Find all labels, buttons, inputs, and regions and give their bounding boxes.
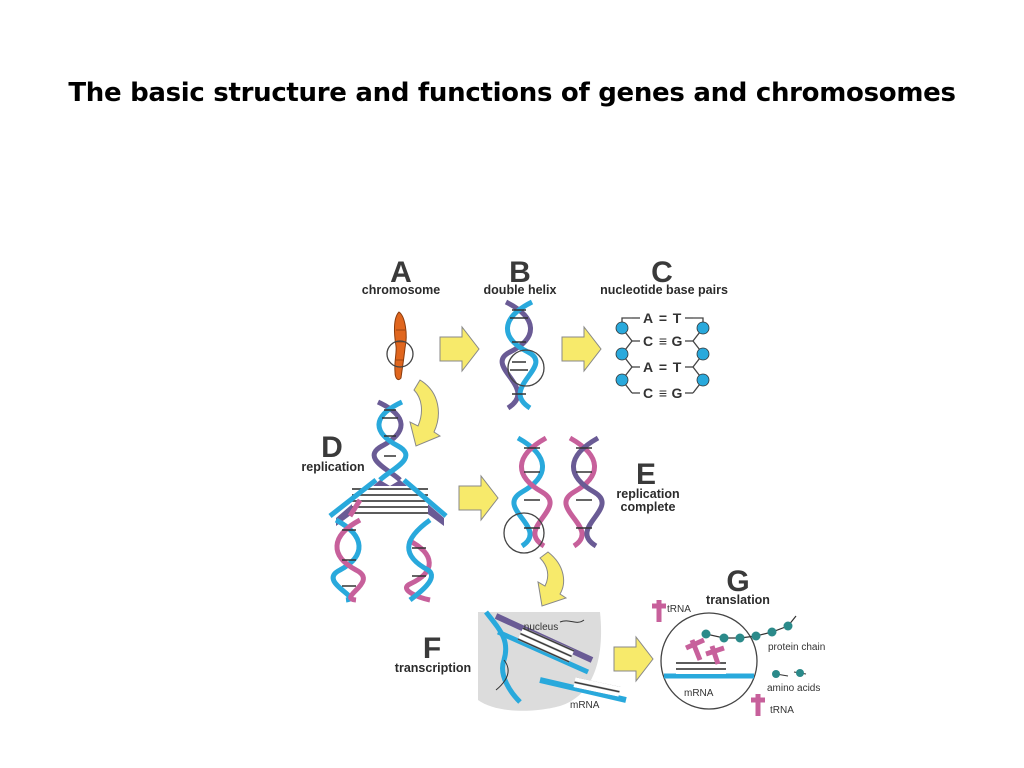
mrna-label-f: mRNA <box>570 700 600 711</box>
bp4-right: G <box>672 385 683 401</box>
replication-fork <box>328 399 448 603</box>
panel-f-label: transcription <box>395 661 471 675</box>
panel-e-letter: E <box>636 458 656 491</box>
bp3-bond: = <box>659 359 667 375</box>
panel-g-letter: G <box>726 565 749 598</box>
trna-label-top: tRNA <box>667 604 691 615</box>
panel-f-letter: F <box>423 632 441 665</box>
mrna-label-g: mRNA <box>684 688 714 699</box>
bp3-right: T <box>673 359 682 375</box>
bp2-left: C <box>643 333 653 349</box>
translation-scene <box>652 600 807 716</box>
panel-b-letter: B <box>509 256 531 289</box>
bp4-left: C <box>643 385 653 401</box>
panel-e-label-line1: replication <box>616 487 679 501</box>
panel-a-letter: A <box>390 256 412 289</box>
base-pairs: A = T C ≡ G A = T C ≡ G <box>615 310 710 401</box>
bp1-bond: = <box>659 310 667 326</box>
panel-c-label: nucleotide base pairs <box>600 283 728 297</box>
double-helix-b <box>499 299 545 411</box>
bp2-right: G <box>672 333 683 349</box>
protein-chain-label: protein chain <box>768 642 825 653</box>
arrow-b-to-c <box>561 325 602 373</box>
trna-label-bottom: tRNA <box>770 705 794 716</box>
panel-a-label: chromosome <box>362 283 441 297</box>
arrow-e-to-f <box>537 551 568 607</box>
arrow-a-to-d <box>409 379 442 447</box>
panel-g-label: translation <box>706 593 770 607</box>
panel-c-letter: C <box>651 256 673 289</box>
bp3-left: A <box>643 359 653 375</box>
amino-acids-label: amino acids <box>767 683 820 694</box>
arrow-f-to-g <box>613 635 654 683</box>
bp4-bond: ≡ <box>659 385 667 401</box>
panel-d-letter: D <box>321 431 343 464</box>
bp1-right: T <box>673 310 682 326</box>
bp1-left: A <box>643 310 653 326</box>
slide-title: The basic structure and functions of gen… <box>68 78 956 108</box>
arrow-a-to-b <box>439 325 480 373</box>
panel-b-label: double helix <box>484 283 557 297</box>
nucleus-label: nucleus <box>524 622 558 633</box>
replicated-helices <box>503 435 605 554</box>
bp2-bond: ≡ <box>659 333 667 349</box>
panel-d-label: replication <box>301 460 364 474</box>
arrow-d-to-e <box>458 474 499 522</box>
chromosome-shape <box>386 311 414 381</box>
panel-e-label-line2: complete <box>621 500 676 514</box>
transcription-scene <box>478 610 627 711</box>
